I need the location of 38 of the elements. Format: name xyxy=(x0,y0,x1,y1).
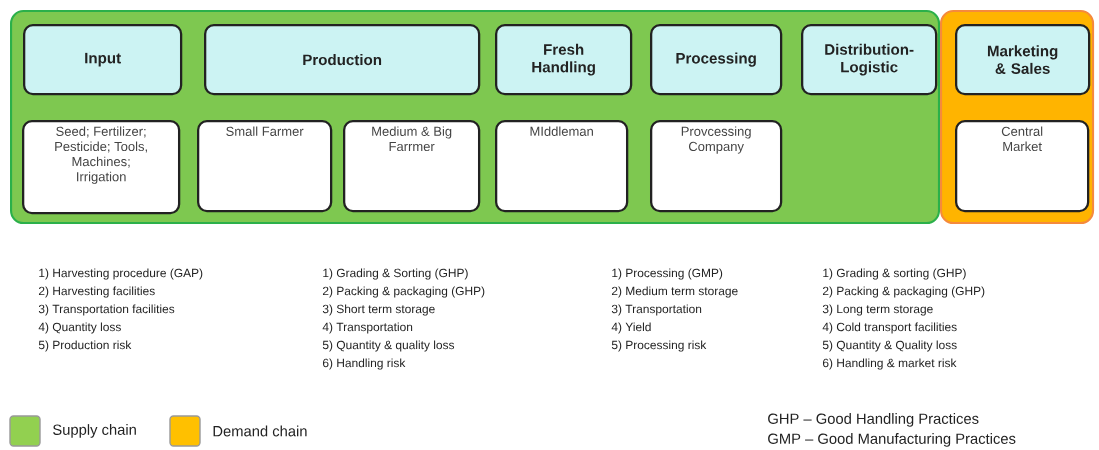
actor-box: Medium & Big Farrmer xyxy=(343,120,481,213)
list-item: 1) Grading & Sorting (GHP) xyxy=(323,268,468,280)
abbreviation-note: GMP – Good Manufacturing Practices xyxy=(768,433,1016,447)
list-item: 5) Processing risk xyxy=(611,340,707,352)
list-item: 1) Harvesting procedure (GAP) xyxy=(39,268,203,280)
actor-box: Central Market xyxy=(955,120,1090,213)
list-item: 1) Grading & sorting (GHP) xyxy=(823,268,966,280)
list-item: 3) Short term storage xyxy=(322,304,435,316)
list-item: 2) Medium term storage xyxy=(611,286,738,298)
list-item: 5) Production risk xyxy=(38,340,132,352)
list-item: 3) Transportation facilities xyxy=(38,304,175,316)
list-item: 5) Quantity & Quality loss xyxy=(822,340,957,352)
legend-label: Supply chain xyxy=(53,424,136,438)
actor-box: Provcessing Company xyxy=(650,120,783,213)
list-item: 3) Long term storage xyxy=(822,304,933,316)
list-item: 6) Handling risk xyxy=(322,358,406,370)
actor-box: Seed; Fertilizer; Pesticide; Tools, Machines; Irrigation xyxy=(22,120,181,215)
list-item: 6) Handling & market risk xyxy=(822,358,957,370)
list-item: 1) Processing (GMP) xyxy=(612,268,723,280)
list-item: 2) Packing & packaging (GHP) xyxy=(322,286,485,298)
list-item: 4) Cold transport facilities xyxy=(822,322,957,334)
stage-header-box: Fresh Handling xyxy=(495,24,633,96)
stage-header-box: Processing xyxy=(650,24,783,96)
list-item: 5) Quantity & quality loss xyxy=(322,340,455,352)
list-item: 4) Yield xyxy=(611,322,651,334)
stage-header-box: Production xyxy=(204,24,481,96)
legend-label: Demand chain xyxy=(213,425,307,437)
actor-box: MIddleman xyxy=(495,120,629,213)
abbreviation-note: GHP – Good Handling Practices xyxy=(768,413,979,427)
stage-header-box: Distribution-Logistic xyxy=(801,24,938,96)
list-item: 4) Transportation xyxy=(322,322,413,334)
list-item: 2) Harvesting facilities xyxy=(38,286,155,298)
list-item: 4) Quantity loss xyxy=(38,322,121,334)
stage-header-box: Input xyxy=(23,24,183,96)
stage-header-box: Marketing & Sales xyxy=(955,24,1091,96)
list-item: 2) Packing & packaging (GHP) xyxy=(822,286,985,298)
actor-box: Small Farmer xyxy=(197,120,333,213)
list-item: 3) Transportation xyxy=(611,304,702,316)
